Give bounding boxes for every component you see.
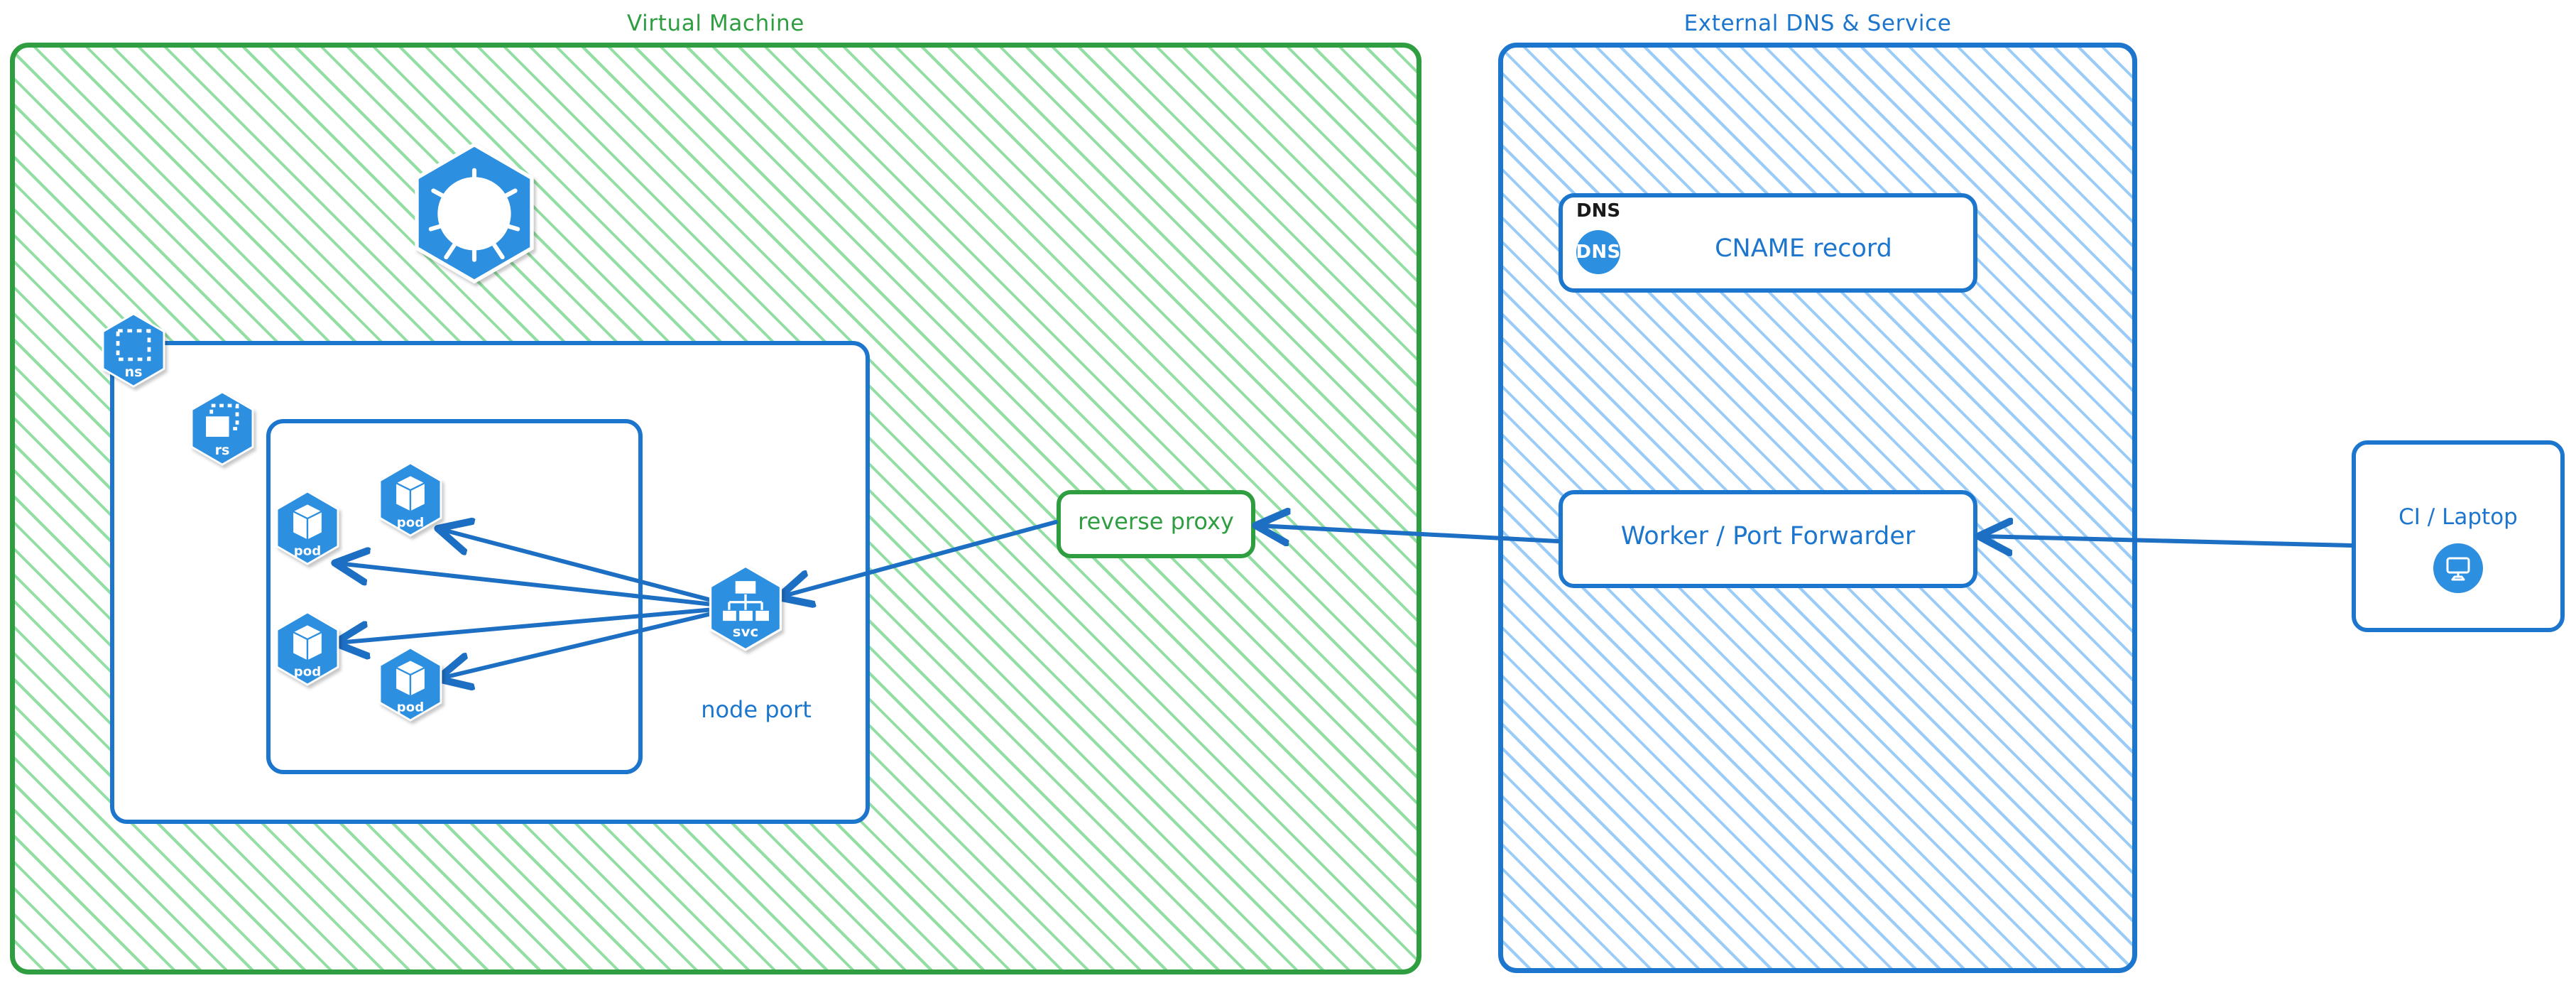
namespace-badge-label: ns <box>125 364 143 380</box>
kubernetes-wheel-icon <box>410 142 538 284</box>
pod-label-1: pod <box>294 544 321 559</box>
ci-laptop-label: CI / Laptop <box>2398 504 2518 530</box>
pod-label-4: pod <box>397 700 424 715</box>
namespace-icon: ns <box>99 313 168 388</box>
replicaset-panel <box>266 419 643 774</box>
pod-icon-3: pod <box>273 611 342 686</box>
reverse-proxy-label: reverse proxy <box>1078 508 1234 535</box>
dns-card[interactable] <box>1559 193 1977 293</box>
pod-label-3: pod <box>294 665 321 680</box>
dns-card-label: CNAME record <box>1715 234 1892 263</box>
worker-port-forwarder-card[interactable] <box>1559 490 1977 588</box>
replicaset-icon: rs <box>188 391 256 466</box>
group-external-dns-service-title: External DNS & Service <box>1683 11 1952 36</box>
reverse-proxy-card[interactable] <box>1057 490 1255 558</box>
pod-icon-2: pod <box>376 462 444 537</box>
pod-label-2: pod <box>397 516 424 531</box>
monitor-icon <box>2433 543 2483 593</box>
worker-port-forwarder-label: Worker / Port Forwarder <box>1620 522 1916 550</box>
group-virtual-machine-title: Virtual Machine <box>627 11 804 36</box>
pod-icon-1: pod <box>273 490 342 565</box>
replicaset-badge-label: rs <box>215 442 230 458</box>
pod-icon-4: pod <box>376 646 444 722</box>
service-icon: svc <box>706 565 785 651</box>
node-port-caption: node port <box>701 696 812 723</box>
dns-badge-icon: DNS <box>1576 230 1620 274</box>
service-label: svc <box>733 624 758 640</box>
ci-laptop-card[interactable] <box>2352 440 2565 632</box>
dns-card-tag: DNS <box>1576 200 1621 222</box>
